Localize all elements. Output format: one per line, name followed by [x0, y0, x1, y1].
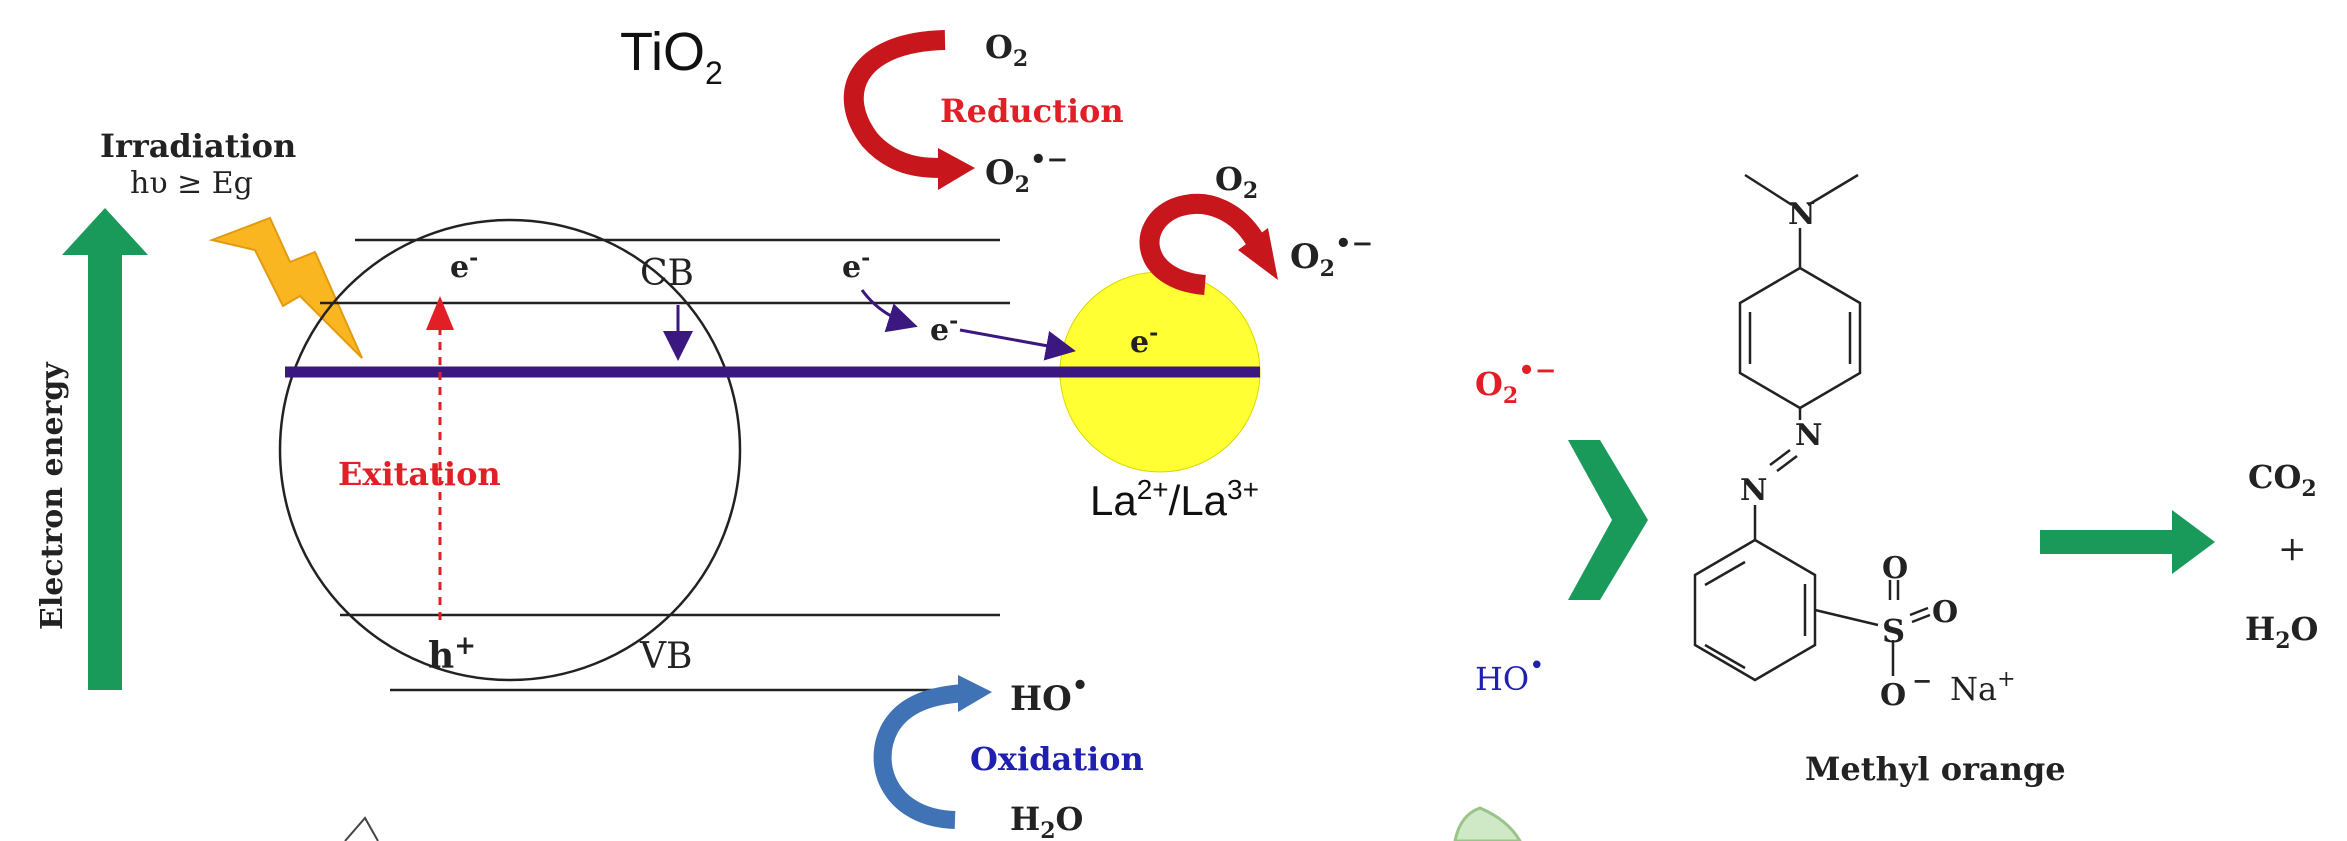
electron-label-1: e-	[450, 245, 478, 285]
n-azo-label-1: N	[1795, 418, 1822, 453]
methyl-orange-structure	[1693, 173, 1931, 682]
product-arrow	[2040, 510, 2215, 574]
irradiation-label: Irradiation	[100, 127, 296, 165]
lightning-bolt-icon	[208, 216, 363, 359]
reduction-arrow	[843, 30, 946, 178]
oxidation-h2o: H2O	[1010, 800, 1083, 841]
o-right-label: O	[1932, 595, 1958, 630]
la-reduction-superoxide: O2•−	[1290, 229, 1373, 282]
tio2-particle	[278, 218, 742, 682]
excitation-arrowhead	[426, 296, 454, 330]
partial-arrow-outline	[344, 816, 379, 841]
la-reduction-arrowhead	[1238, 228, 1278, 280]
electron-transfer-arrow-1	[860, 289, 918, 333]
electron-label-4: e-	[1130, 320, 1158, 360]
radical-superoxide: O2•−	[1475, 356, 1557, 409]
oxidation-ho: HO•	[1010, 671, 1088, 719]
electron-transfer-arrow-2	[959, 328, 1076, 361]
electron-energy-label: Electron energy	[35, 361, 70, 630]
oxidation-arrowhead	[958, 675, 992, 712]
cb-label: CB	[640, 253, 694, 294]
la-reduction-arrow	[1139, 194, 1264, 295]
methyl-orange-name: Methyl orange	[1805, 750, 2066, 788]
s-sulfur-label: S	[1882, 612, 1905, 650]
tio2-title: TiO2	[620, 22, 723, 91]
electron-energy-arrow	[62, 208, 148, 690]
reduction-o2: O2	[985, 28, 1028, 72]
n-azo-label-2: N	[1740, 473, 1767, 508]
vb-label: VB	[639, 636, 692, 677]
oxidation-arrow	[873, 684, 966, 829]
o-top-label: O	[1882, 551, 1908, 586]
hole-label: h+	[428, 631, 476, 677]
electron-label-2: e-	[842, 245, 870, 285]
sodium-label: Na+	[1950, 667, 2016, 708]
green-chevron-icon	[1568, 440, 1648, 600]
n-dimethylamino-label: N	[1788, 197, 1815, 232]
product-h2o: H2O	[2245, 610, 2318, 654]
partial-green-shape	[1453, 806, 1522, 841]
o-bottom-label: O−	[1880, 666, 1932, 713]
product-co2: CO2	[2248, 458, 2317, 502]
radical-hydroxyl: HO•	[1475, 651, 1544, 698]
irradiation-energy-label: hυ ≥ Eg	[130, 166, 253, 201]
la-reduction-o2: O2	[1215, 160, 1258, 204]
electron-label-3: e-	[930, 308, 958, 348]
reduction-arrowhead	[938, 148, 975, 190]
excitation-label: Exitation	[338, 455, 501, 493]
product-plus: +	[2278, 529, 2307, 569]
reduction-superoxide: O2•−	[985, 145, 1068, 198]
dopant-label: La2+/La3+	[1090, 474, 1259, 524]
reduction-label: Reduction	[940, 92, 1124, 130]
oxidation-label: Oxidation	[970, 740, 1144, 778]
